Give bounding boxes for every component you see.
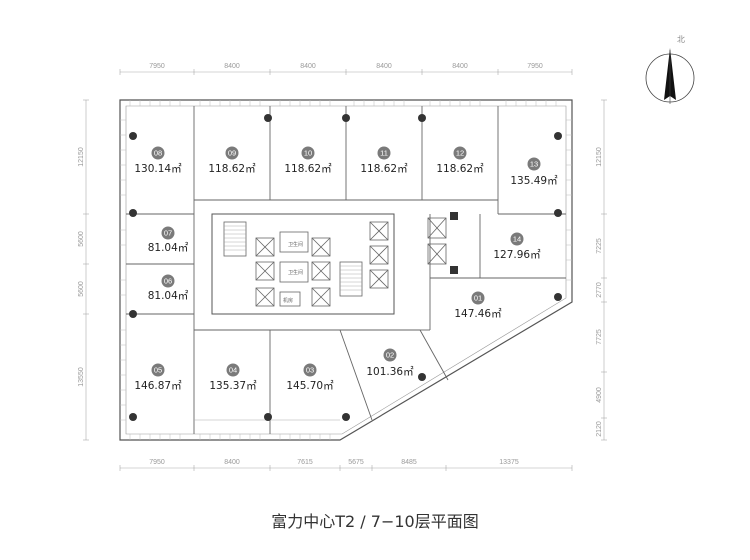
core-label-3: 机房 — [283, 297, 293, 304]
unit-area: 135.49㎡ — [510, 175, 558, 187]
unit-area: 135.37㎡ — [209, 380, 257, 392]
unit-area: 127.96㎡ — [493, 249, 541, 261]
unit-area: 145.70㎡ — [286, 380, 334, 392]
unit-number: 12 — [456, 149, 464, 158]
top-dim-3: 8400 — [300, 63, 316, 70]
top-dim-2: 8400 — [224, 63, 240, 70]
left-dim-4: 13550 — [78, 367, 85, 387]
north-label: 北 — [677, 35, 685, 44]
right-dimension-line: 12150 7225 2770 7725 4900 2120 — [596, 99, 607, 441]
unit-area: 81.04㎡ — [148, 242, 189, 254]
unit-number: 07 — [164, 229, 172, 238]
unit-number: 02 — [386, 351, 394, 360]
unit-12: 12 118.62㎡ — [436, 146, 484, 175]
top-dim-6: 7950 — [527, 63, 543, 70]
unit-number: 10 — [304, 149, 312, 158]
unit-07: 07 81.04㎡ — [148, 226, 189, 254]
top-dim-1: 7950 — [149, 63, 165, 70]
bottom-dim-5: 8485 — [401, 459, 417, 466]
left-dim-3: 5600 — [78, 281, 85, 297]
unit-area: 118.62㎡ — [208, 163, 256, 175]
plan-title: 富力中心T2 / 7−10层平面图 — [271, 512, 479, 531]
bottom-dimension-line: 7950 8400 7615 5675 8485 13375 — [119, 459, 573, 471]
unit-06: 06 81.04㎡ — [148, 274, 189, 302]
unit-09: 09 118.62㎡ — [208, 146, 256, 175]
core-label-1: 卫生间 — [288, 241, 303, 248]
unit-area: 81.04㎡ — [148, 290, 189, 302]
right-dim-6: 2120 — [596, 421, 603, 437]
right-dim-1: 12150 — [596, 147, 603, 167]
unit-03: 03 145.70㎡ — [286, 363, 334, 392]
curtain-wall-ticks — [120, 100, 572, 440]
unit-11: 11 118.62㎡ — [360, 146, 408, 175]
unit-number: 11 — [380, 149, 388, 158]
unit-number: 13 — [530, 160, 538, 169]
right-dim-5: 4900 — [596, 387, 603, 403]
right-dim-3: 2770 — [596, 282, 603, 298]
unit-area: 130.14㎡ — [134, 163, 182, 175]
unit-13: 13 135.49㎡ — [510, 157, 558, 187]
columns — [129, 114, 562, 421]
unit-area: 101.36㎡ — [366, 366, 414, 378]
left-dim-1: 12150 — [78, 147, 85, 167]
unit-area: 146.87㎡ — [134, 380, 182, 392]
unit-number: 08 — [154, 149, 162, 158]
unit-number: 01 — [474, 294, 482, 303]
shafts — [450, 212, 458, 274]
unit-area: 118.62㎡ — [360, 163, 408, 175]
bottom-dim-2: 8400 — [224, 459, 240, 466]
core-label-2: 卫生间 — [288, 269, 303, 276]
top-dimension-line: 7950 8400 8400 8400 8400 7950 — [119, 63, 573, 75]
unit-02: 02 101.36㎡ — [366, 348, 414, 378]
unit-number: 06 — [164, 277, 172, 286]
bottom-dim-1: 7950 — [149, 459, 165, 466]
unit-area: 118.62㎡ — [436, 163, 484, 175]
bottom-dim-6: 13375 — [499, 459, 519, 466]
unit-04: 04 135.37㎡ — [209, 363, 257, 392]
left-dim-2: 5600 — [78, 231, 85, 247]
right-dim-4: 7725 — [596, 329, 603, 345]
north-arrow-icon: 北 — [645, 35, 695, 104]
unit-area: 118.62㎡ — [284, 163, 332, 175]
unit-number: 03 — [306, 366, 314, 375]
unit-10: 10 118.62㎡ — [284, 146, 332, 175]
bottom-dim-4: 5675 — [348, 459, 364, 466]
top-dim-4: 8400 — [376, 63, 392, 70]
unit-area: 147.46㎡ — [454, 308, 502, 320]
right-dim-2: 7225 — [596, 238, 603, 254]
unit-number: 09 — [228, 149, 236, 158]
building-outline — [119, 99, 573, 441]
bottom-dim-3: 7615 — [297, 459, 313, 466]
unit-number: 05 — [154, 366, 162, 375]
core — [211, 213, 447, 315]
unit-08: 08 130.14㎡ — [134, 146, 182, 175]
top-dim-5: 8400 — [452, 63, 468, 70]
unit-14: 14 127.96㎡ — [493, 232, 541, 261]
unit-number: 04 — [229, 366, 237, 375]
left-dimension-line: 12150 5600 5600 13550 — [78, 99, 89, 441]
unit-01: 01 147.46㎡ — [454, 291, 502, 320]
unit-number: 14 — [513, 235, 521, 244]
unit-05: 05 146.87㎡ — [134, 363, 182, 392]
